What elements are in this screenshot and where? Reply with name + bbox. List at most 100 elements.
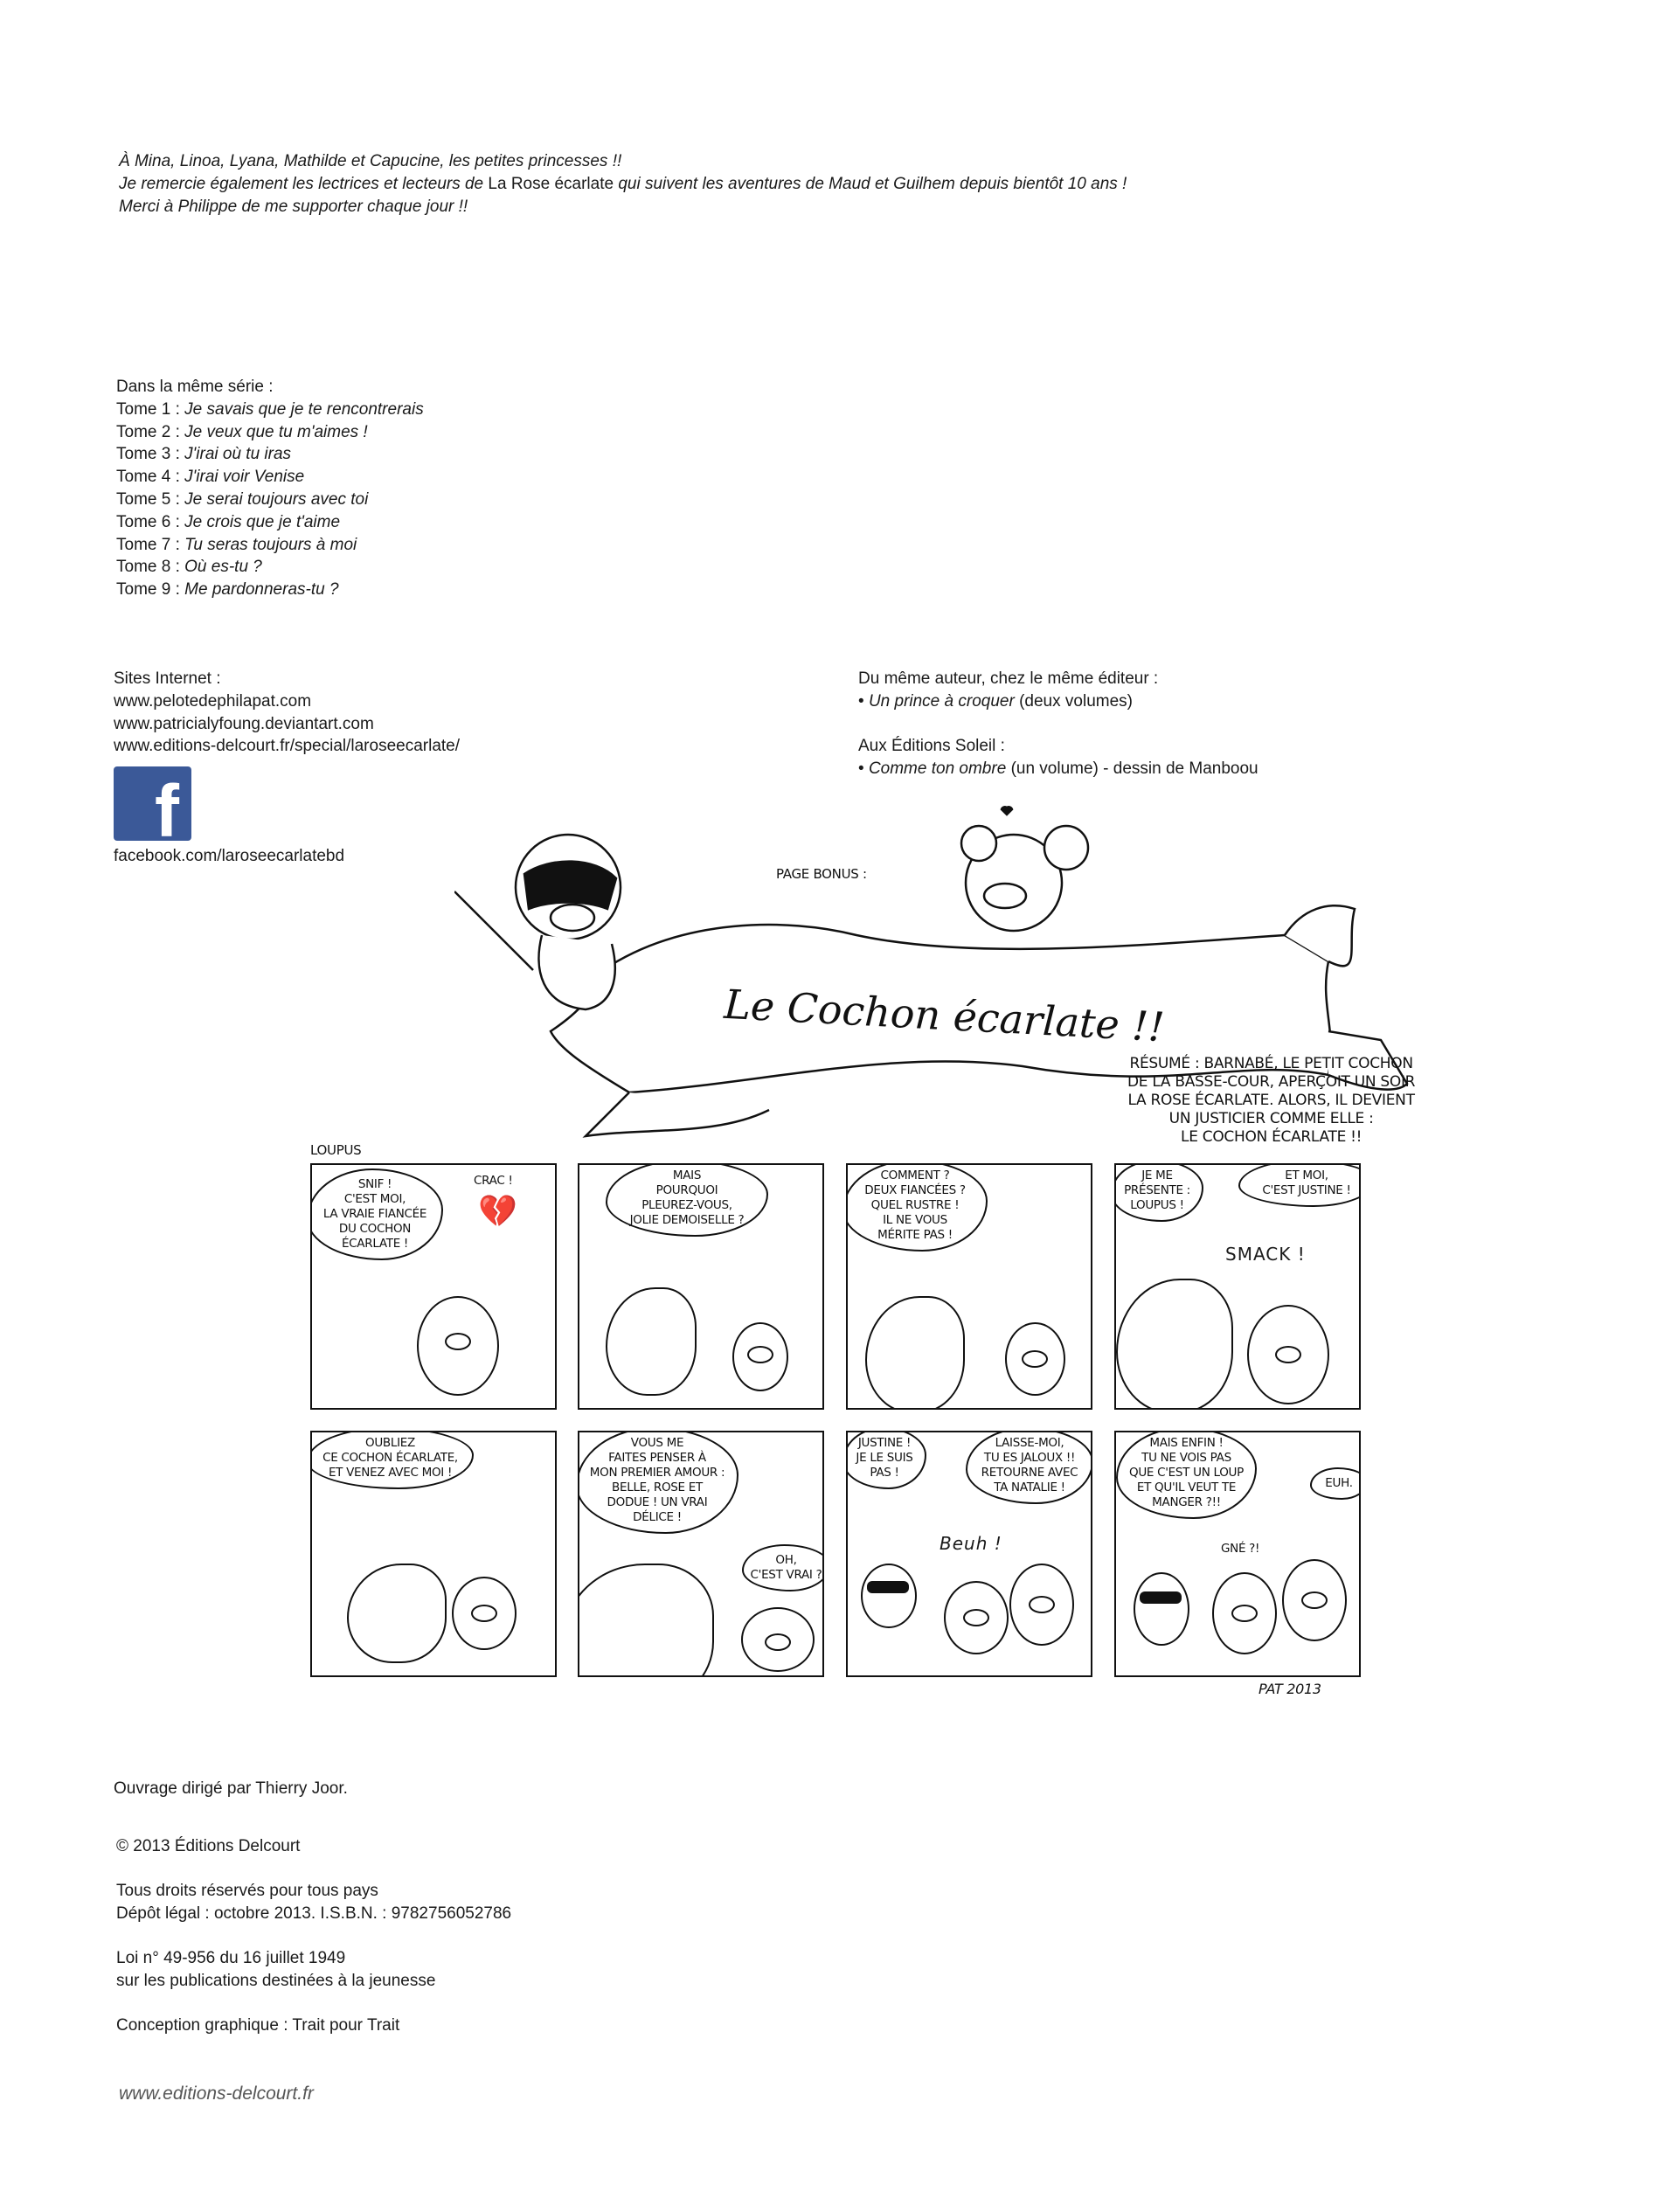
bullet: • <box>858 759 864 779</box>
author-heading: Du même auteur, chez le même éditeur : <box>858 669 1159 688</box>
soleil-heading: Aux Éditions Soleil : <box>858 737 1005 756</box>
series-title: La Rose écarlate <box>488 174 614 193</box>
comic-panel-3: COMMENT ? DEUX FIANCÉES ? QUEL RUSTRE ! … <box>846 1163 1092 1410</box>
comic-panel-5: OUBLIEZ CE COCHON ÉCARLATE, ET VENEZ AVE… <box>310 1431 557 1677</box>
credit-rights: Tous droits réservés pour tous pays Dépô… <box>116 1880 511 1925</box>
tome-item: Tome 3 : J'irai où tu iras <box>116 443 424 466</box>
wolf-character <box>865 1296 965 1408</box>
facebook-link[interactable]: facebook.com/laroseecarlatebd <box>114 847 345 865</box>
tome-title: Je crois que je t'aime <box>184 512 341 531</box>
pig-character <box>944 1581 1009 1654</box>
speech-bubble: EUH. <box>1310 1467 1359 1500</box>
dedication: À Mina, Linoa, Lyana, Mathilde et Capuci… <box>119 150 1127 218</box>
site-link[interactable]: www.editions-delcourt.fr/special/larosee… <box>114 737 461 756</box>
pig-character <box>1212 1572 1277 1654</box>
pig-character <box>1282 1559 1347 1641</box>
tome-item: Tome 9 : Me pardonneras-tu ? <box>116 579 424 601</box>
tome-label: Tome 8 : <box>116 558 180 577</box>
wolf-character <box>606 1287 697 1396</box>
facebook-logo-letter: f <box>155 770 179 841</box>
tome-title: J'irai où tu iras <box>184 445 292 464</box>
speech-bubble: OH, C'EST VRAI ? <box>742 1544 822 1591</box>
tome-item: Tome 1 : Je savais que je te rencontrera… <box>116 399 424 421</box>
tome-label: Tome 6 : <box>116 512 180 531</box>
tome-item: Tome 8 : Où es-tu ? <box>116 556 424 579</box>
pig-character <box>741 1607 815 1672</box>
dedication-text: qui suivent les aventures de Maud et Gui… <box>618 174 1127 193</box>
author-book: • Un prince à croquer (deux volumes) <box>858 690 1258 713</box>
tome-item: Tome 6 : Je crois que je t'aime <box>116 511 424 534</box>
pig-character <box>1009 1564 1074 1646</box>
pig-character <box>1247 1305 1329 1404</box>
sound-effect: SMACK ! <box>1225 1244 1306 1265</box>
speech-bubble: SNIF ! C'EST MOI, LA VRAIE FIANCÉE DU CO… <box>312 1168 443 1260</box>
site-link[interactable]: www.pelotedephilapat.com <box>114 691 312 711</box>
sound-effect: CRAC ! <box>474 1174 513 1188</box>
dedication-line-1: À Mina, Linoa, Lyana, Mathilde et Capuci… <box>119 152 622 170</box>
speech-bubble: ET MOI, C'EST JUSTINE ! <box>1238 1165 1359 1207</box>
tome-title: Tu seras toujours à moi <box>184 535 357 554</box>
series-list: Dans la même série : Tome 1 : Je savais … <box>116 376 424 601</box>
book-title: Un prince à croquer <box>868 691 1015 711</box>
speech-bubble: OUBLIEZ CE COCHON ÉCARLATE, ET VENEZ AVE… <box>312 1432 474 1489</box>
pig-character <box>732 1322 788 1391</box>
sites-block: Sites Internet : www.pelotedephilapat.co… <box>114 668 460 758</box>
site-link[interactable]: www.patricialyfoung.deviantart.com <box>114 714 374 733</box>
author-block: Du même auteur, chez le même éditeur : •… <box>858 668 1258 780</box>
law-line-2: sur les publications destinées à la jeun… <box>116 1971 436 1990</box>
tome-item: Tome 7 : Tu seras toujours à moi <box>116 534 424 557</box>
pig-character <box>1005 1322 1065 1396</box>
wolf-character <box>347 1564 447 1663</box>
author-book: • Comme ton ombre (un volume) - dessin d… <box>858 758 1258 780</box>
tome-title: Je veux que tu m'aimes ! <box>184 422 368 441</box>
artist-signature: PAT 2013 <box>1258 1681 1321 1697</box>
sound-effect: Beuh ! <box>940 1533 1002 1554</box>
series-heading: Dans la même série : <box>116 378 274 396</box>
tome-title: J'irai voir Venise <box>184 468 305 487</box>
tome-title: Où es-tu ? <box>184 558 262 577</box>
tome-label: Tome 1 : <box>116 399 180 419</box>
tome-item: Tome 5 : Je serai toujours avec toi <box>116 489 424 511</box>
wolf-character <box>579 1564 714 1675</box>
masked-pig-drawing <box>454 833 622 1011</box>
tome-label: Tome 3 : <box>116 445 180 464</box>
tome-title: Je savais que je te rencontrerais <box>184 399 424 419</box>
comic-panel-2: MAIS POURQUOI PLEUREZ-VOUS, JOLIE DEMOIS… <box>578 1163 824 1410</box>
speech-bubble: JE ME PRÉSENTE : LOUPUS ! <box>1116 1165 1203 1222</box>
broken-heart-icon: 💔 <box>478 1193 517 1229</box>
comic-panel-8: MAIS ENFIN ! TU NE VOIS PAS QUE C'EST UN… <box>1114 1431 1361 1677</box>
wolf-character <box>1116 1279 1233 1408</box>
dedication-line-3: Merci à Philippe de me supporter chaque … <box>119 197 468 216</box>
credit-design: Conception graphique : Trait pour Trait <box>116 2016 400 2035</box>
speech-bubble: VOUS ME FAITES PENSER À MON PREMIER AMOU… <box>579 1432 738 1534</box>
credit-direction: Ouvrage dirigé par Thierry Joor. <box>114 1779 348 1798</box>
dedication-line-2: Je remercie également les lectrices et l… <box>119 173 1127 196</box>
bullet: • <box>858 691 864 711</box>
dedication-text: Je remercie également les lectrices et l… <box>119 174 484 193</box>
masked-pig-character <box>861 1564 917 1628</box>
rights-line: Tous droits réservés pour tous pays <box>116 1882 378 1900</box>
pig-character <box>452 1577 517 1650</box>
masked-pig-character <box>1134 1572 1189 1646</box>
speech-bubble: MAIS ENFIN ! TU NE VOIS PAS QUE C'EST UN… <box>1116 1432 1257 1519</box>
bonus-banner-illustration: Le Cochon écarlate !! <box>454 806 1409 1138</box>
strip-label: LOUPUS <box>310 1142 362 1158</box>
page-bonus-label: PAGE BONUS : <box>776 866 867 882</box>
law-line-1: Loi n° 49-956 du 16 juillet 1949 <box>116 1949 346 1967</box>
tome-title: Je serai toujours avec toi <box>184 489 369 509</box>
facebook-icon[interactable]: f <box>114 766 191 841</box>
speech-bubble: JUSTINE ! JE LE SUIS PAS ! <box>848 1432 926 1489</box>
tome-item: Tome 2 : Je veux que tu m'aimes ! <box>116 421 424 444</box>
spacer <box>858 713 1258 736</box>
pig-character <box>417 1296 499 1396</box>
comic-panel-6: VOUS ME FAITES PENSER À MON PREMIER AMOU… <box>578 1431 824 1677</box>
sound-effect: GNÉ ?! <box>1221 1542 1260 1556</box>
comic-panel-7: JUSTINE ! JE LE SUIS PAS ! LAISSE-MOI, T… <box>846 1431 1092 1677</box>
speech-bubble: COMMENT ? DEUX FIANCÉES ? QUEL RUSTRE ! … <box>848 1165 988 1252</box>
tome-label: Tome 7 : <box>116 535 180 554</box>
speech-bubble: LAISSE-MOI, TU ES JALOUX !! RETOURNE AVE… <box>966 1432 1091 1504</box>
publisher-website[interactable]: www.editions-delcourt.fr <box>119 2084 314 2104</box>
tome-label: Tome 2 : <box>116 422 180 441</box>
summary-text: RÉSUMÉ : BARNABÉ, LE PETIT COCHON DE LA … <box>1127 1055 1416 1146</box>
book-note: (deux volumes) <box>1019 691 1133 711</box>
